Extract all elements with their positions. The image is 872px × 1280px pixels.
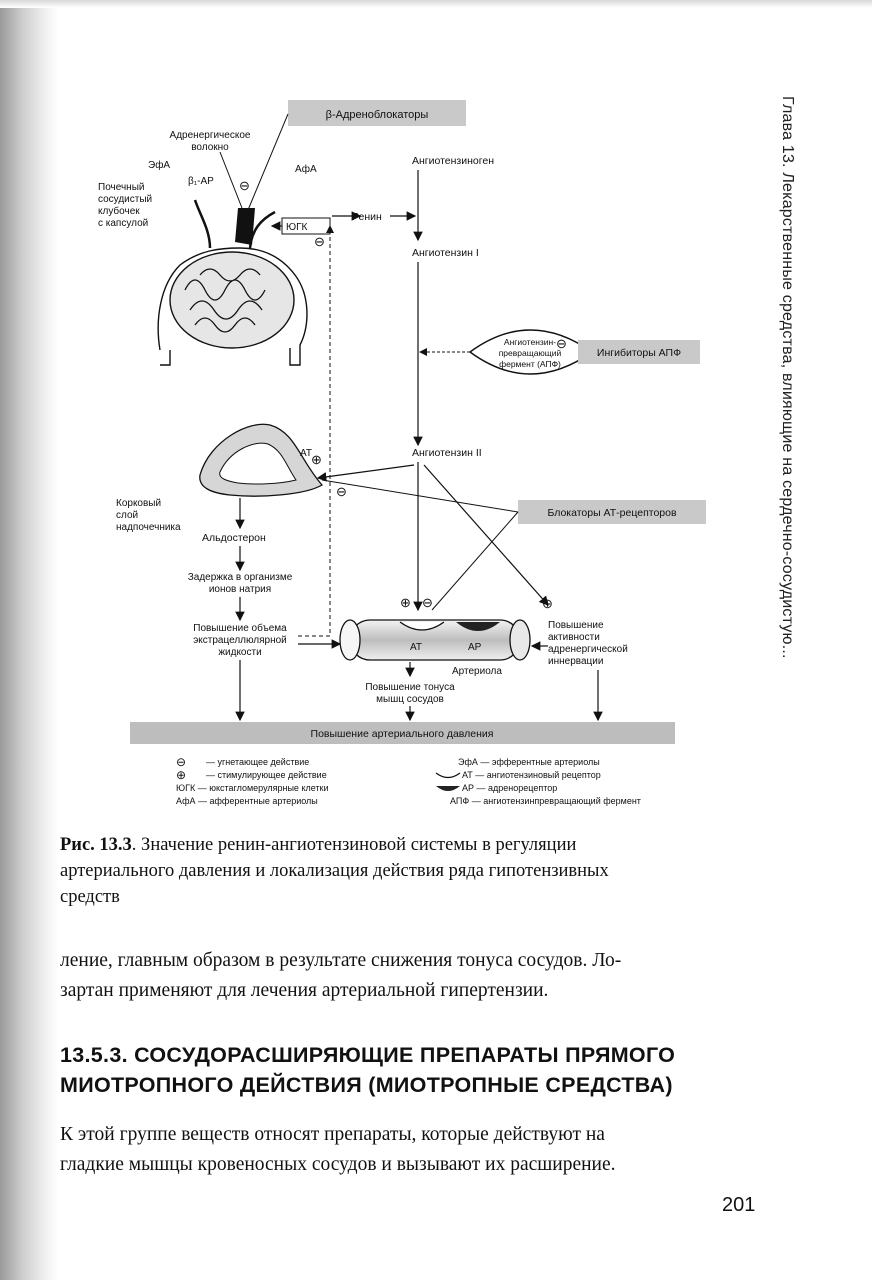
glomerulus-label-4: с капсулой [98,218,148,229]
binding-shadow [0,0,58,1280]
inhibit-mark-cortex: ⊖ [336,484,347,499]
sodium-label-2: ионов натрия [209,584,271,595]
body-paragraph-2: К этой группе веществ относят препараты,… [60,1120,760,1180]
at-cortex-label: АТ [300,448,312,459]
caption-line-3: средств [60,887,120,907]
glomerulus-drawing [157,151,308,366]
legend-stimulate: — стимулирующее действие [206,770,327,780]
arteriole-drawing [339,619,531,661]
aldosterone-label: Альдостерон [202,532,266,544]
legend-inhibit: — угнетающее действие [206,757,309,767]
at-blocker-line-arteriole [431,511,519,611]
adrenergic-fiber-label-1: Адренергическое [170,130,251,141]
paragraph1-line-1: ление, главным образом в результате сниж… [60,950,622,971]
inhibit-mark-yugk: ⊖ [314,234,325,249]
adrenergic-label-3: адренергической [548,644,628,655]
caption-label: Рис. 13.3 [60,835,132,855]
tone-label-1: Повышение тонуса [365,682,455,693]
ace-inhibitors-label: Ингибиторы АПФ [597,347,681,359]
yugk-label: ЮГК [286,222,308,233]
at-arteriole-label: АТ [410,642,422,653]
volume-label-1: Повышение объема [193,622,287,634]
legend-stimulate-symbol: ⊕ [176,768,186,782]
arrow-at2-to-adrenergic [423,464,549,606]
page-number: 201 [722,1194,756,1216]
ace-label-3: фермент (АПФ) [499,359,561,369]
cortex-label-1: Корковый [116,498,161,509]
body-paragraph-1: ление, главным образом в результате сниж… [60,946,760,1006]
glomerulus-label-2: сосудистый [98,194,152,205]
section-heading-line-2: МИОТРОПНОГО ДЕЙСТВИЯ (МИОТРОПНЫЕ СРЕДСТВ… [60,1073,673,1097]
inhibit-mark-arteriole: ⊖ [422,595,433,610]
feedback-dashed-line [298,225,334,637]
arrow-at2-to-cortex [316,464,415,482]
section-heading-line-1: 13.5.3. СОСУДОРАСШИРЯЮЩИЕ ПРЕПАРАТЫ ПРЯМ… [60,1043,676,1067]
legend-ar: АР — адренорецептор [462,783,557,793]
tone-label-2: мышц сосудов [376,694,444,705]
inhibit-mark-b1: ⊖ [239,178,250,193]
section-heading: 13.5.3. СОСУДОРАСШИРЯЮЩИЕ ПРЕПАРАТЫ ПРЯМ… [60,1040,760,1100]
afa-label: АфА [295,163,317,175]
legend-yugk: ЮГК — юкстагломерулярные клетки [176,783,329,793]
volume-label-2: экстрацеллюлярной [193,635,287,646]
paragraph2-line-1: К этой группе веществ относят препараты,… [60,1124,605,1145]
sodium-label-1: Задержка в организме [188,572,293,583]
adrenergic-fiber-label-2: волокно [191,142,229,153]
legend-inhibit-symbol: ⊖ [176,755,186,769]
running-head: Глава 13. Лекарственные средства, влияющ… [779,96,796,659]
legend-ar-symbol [436,786,460,791]
ace-label-2: превращающий [499,348,562,358]
glomerulus-label-3: клубочек [98,205,140,217]
legend-apf: АПФ — ангиотензинпревращающий фермент [450,796,641,806]
cortex-label-2: слой [116,510,138,521]
inhibit-mark-ace: ⊖ [556,336,567,351]
adrenergic-label-2: активности [548,632,600,643]
ar-arteriole-label: АР [468,642,482,653]
arteriole-label: Артериола [452,666,502,677]
stimulate-mark-cortex: ⊕ [311,452,322,467]
adrenergic-label-4: иннервации [548,656,603,667]
bp-increase-label: Повышение артериального давления [311,728,494,740]
figure-caption: Рис. 13.3. Значение ренин-ангиотензиново… [60,832,760,910]
angiotensinogen-label: Ангиотензиноген [412,155,494,167]
angiotensin1-label: Ангиотензин I [412,247,479,259]
legend-efa: ЭфА — эфферентные артериолы [458,757,600,767]
volume-label-3: жидкости [218,647,261,658]
stimulate-mark-arteriole: ⊕ [400,595,411,610]
legend-at-symbol [435,772,461,779]
figure-raas-diagram: β-Адреноблокаторы Адренергическое волокн… [98,100,706,806]
renin-label: Ренин [352,211,382,223]
bp-increase-bar [130,722,675,744]
ace-inhibitors-box [578,340,700,364]
caption-line-1: . Значение ренин-ангиотензиновой системы… [131,835,577,855]
beta-blocker-line [247,113,289,211]
legend-afa: АфА — афферентные артериолы [176,796,318,806]
b1-ar-label: β₁-АР [188,176,214,187]
at-blockers-label: Блокаторы АТ-рецепторов [547,507,677,519]
angiotensin2-label: Ангиотензин II [412,447,482,459]
cortex-label-3: надпочечника [116,522,181,533]
ace-label-1: Ангиотензин- [504,337,556,347]
beta-blockers-box [288,100,466,126]
stimulate-mark-adrenergic: ⊕ [542,596,553,611]
adrenal-medulla-shape [219,442,297,485]
at-blocker-line-cortex [321,479,519,513]
top-edge-shade [0,0,872,8]
at-blockers-box [518,500,706,524]
caption-line-2: артериального давления и локализация дей… [60,861,609,881]
glomerulus-label-1: Почечный [98,182,144,193]
adrenergic-label-1: Повышение [548,620,604,631]
efa-label: ЭфА [148,159,170,171]
legend-at: АТ — ангиотензиновый рецептор [462,770,601,780]
paragraph1-line-2: зартан применяют для лечения артериально… [60,980,549,1001]
beta-blockers-label: β-Адреноблокаторы [326,109,429,121]
paragraph2-line-2: гладкие мышцы кровеносных сосудов и вызы… [60,1154,616,1175]
